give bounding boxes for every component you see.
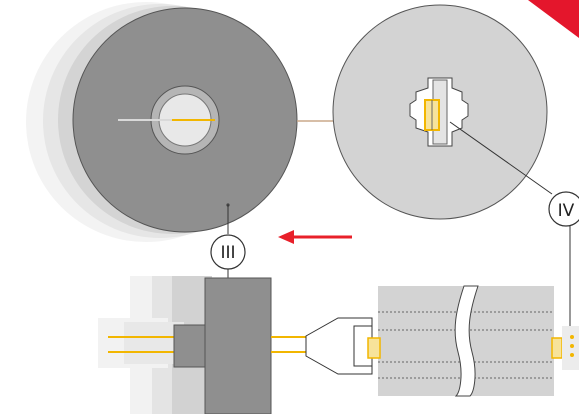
cross-section-leader bbox=[449, 121, 553, 195]
corner-marker bbox=[528, 0, 579, 38]
connector-ferrule bbox=[173, 324, 207, 368]
callout-iii-label: III bbox=[220, 243, 235, 263]
callout-iv-label: IV bbox=[558, 201, 575, 221]
connector-assembly bbox=[98, 276, 373, 415]
callout-iv: IV bbox=[548, 191, 579, 336]
cable-end-cap bbox=[562, 326, 579, 370]
cross-section bbox=[332, 4, 553, 220]
cable-end-dot-1 bbox=[570, 335, 574, 339]
cable-end-dot-2 bbox=[570, 344, 574, 348]
connector-housing bbox=[204, 277, 272, 415]
cable-end-dot-3 bbox=[570, 353, 574, 357]
cable-fiber-left bbox=[367, 337, 381, 359]
cable-break bbox=[454, 285, 479, 397]
fiber-cable-section bbox=[367, 285, 579, 397]
arrow-left-icon bbox=[278, 230, 352, 244]
cable-fiber-right bbox=[551, 337, 563, 359]
reel-stack bbox=[26, 2, 298, 242]
